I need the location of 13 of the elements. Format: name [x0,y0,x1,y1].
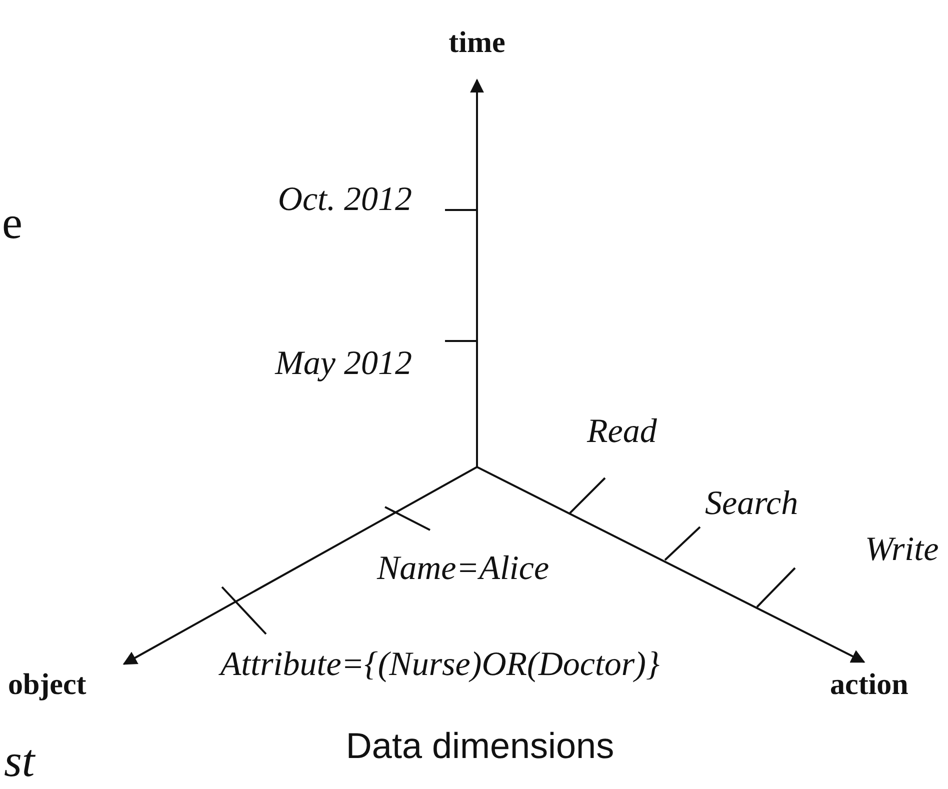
axis-label: time [448,28,506,58]
caption: Data dimensions [346,728,614,764]
tick-label: Oct. 2012 [278,183,412,217]
tick-label: May 2012 [275,347,412,381]
text-fragment: e [2,200,22,246]
tick-label: Write [865,533,939,567]
axis-label: action [830,670,908,700]
tick-label: Read [587,415,657,449]
text-fragment: st [4,738,35,784]
tick-label: Attribute={(Nurse)OR(Doctor)} [220,648,660,682]
tick-label: Name=Alice [376,552,550,586]
axis-label: object [8,670,86,700]
tick-label: Search [705,487,798,521]
